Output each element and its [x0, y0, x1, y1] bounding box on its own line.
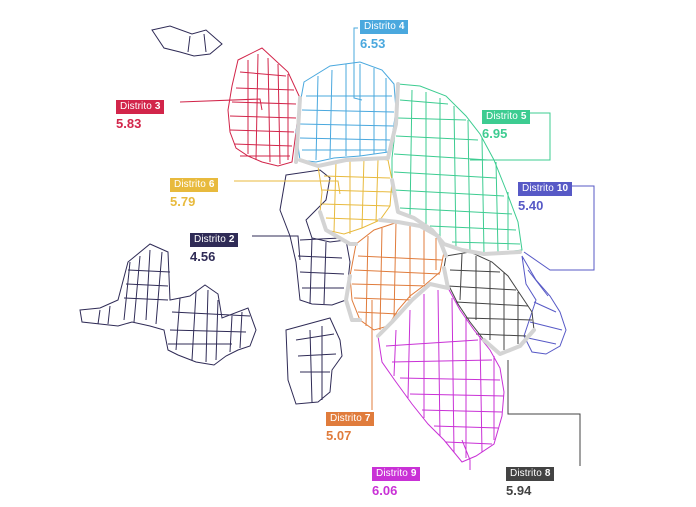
district-8-area — [443, 251, 535, 355]
district-9-area — [377, 283, 505, 463]
district-5-label: Distrito 5 — [482, 110, 531, 124]
district-5-tag: Distrito 5 6.95 — [482, 107, 531, 141]
district-9-value: 6.06 — [372, 483, 398, 498]
district-7-label: Distrito 7 — [326, 412, 375, 426]
district-4-tag: Distrito 4 6.53 — [360, 17, 409, 51]
district-8-tag: Distrito 8 5.94 — [506, 464, 555, 498]
district-9-label: Distrito 9 — [372, 467, 421, 481]
district-5-value: 6.95 — [482, 126, 508, 141]
district-6-label: Distrito 6 — [170, 178, 219, 192]
district-8-value: 5.94 — [506, 483, 532, 498]
district-6-area — [317, 157, 393, 235]
district-7-tag: Distrito 7 5.07 — [326, 409, 375, 443]
district-2-value: 4.56 — [190, 249, 216, 264]
district-6-value: 5.79 — [170, 194, 196, 209]
district-10-value: 5.40 — [518, 198, 544, 213]
leader-lines — [179, 27, 595, 470]
district-3-area — [227, 47, 301, 167]
district-3-label: Distrito 3 — [116, 100, 165, 114]
district-7-value: 5.07 — [326, 428, 352, 443]
district-2-tag: Distrito 2 4.56 — [190, 230, 239, 264]
district-10-tag: Distrito 10 5.40 — [518, 179, 573, 213]
district-3-value: 5.83 — [116, 116, 142, 131]
district-9-tag: Distrito 9 6.06 — [372, 464, 421, 498]
district-3-tag: Distrito 3 5.83 — [116, 97, 165, 131]
district-10-area — [521, 255, 567, 355]
district-2-label: Distrito 2 — [190, 233, 239, 247]
district-4-label: Distrito 4 — [360, 20, 409, 34]
district-2-area — [79, 25, 351, 405]
district-4-area — [295, 61, 397, 163]
district-6-tag: Distrito 6 5.79 — [170, 175, 219, 209]
district-10-label: Distrito 10 — [518, 182, 573, 196]
district-8-label: Distrito 8 — [506, 467, 555, 481]
district-4-value: 6.53 — [360, 36, 386, 51]
district-boundaries — [294, 82, 536, 356]
